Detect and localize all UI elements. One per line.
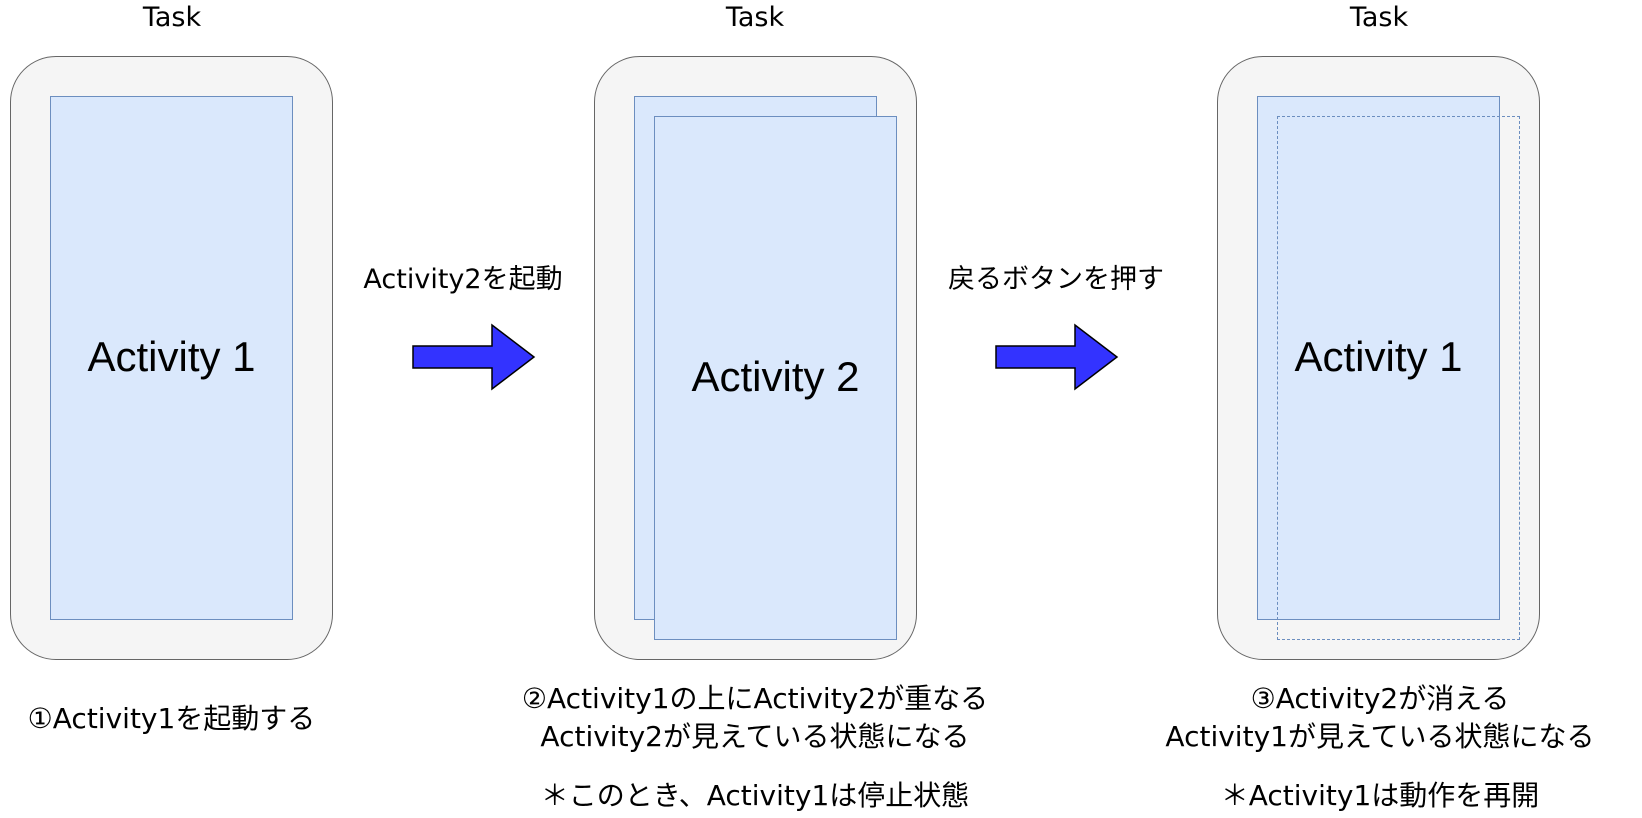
panel-2-note: ＊このとき、Activity1は停止状態	[540, 779, 970, 812]
panel-3-activity-label: Activity 1	[1294, 333, 1463, 380]
right-arrow-icon	[995, 323, 1119, 391]
panel-3-activity-1	[1257, 96, 1500, 620]
panel-3-caption: ③Activity2が消える Activity1が見えている状態になる	[1128, 680, 1632, 756]
panel-3-caption-line-2: Activity1が見えている状態になる	[1165, 720, 1595, 753]
panel-3-activity-2-removed	[1277, 116, 1520, 640]
panel-2-activity-2-front	[654, 116, 897, 640]
transition-1-label: Activity2を起動	[363, 264, 563, 295]
panel-3-note: ＊Activity1は動作を再開	[1220, 779, 1540, 812]
panel-3-task-title: Task	[1349, 2, 1409, 33]
panel-1-activity-1	[50, 96, 293, 620]
panel-2-activity-label: Activity 2	[691, 353, 860, 400]
panel-1-task-title: Task	[142, 2, 202, 33]
panel-2-task-title: Task	[725, 2, 785, 33]
right-arrow-icon	[412, 323, 536, 391]
panel-1-caption-line-1: ①Activity1を起動する	[27, 702, 316, 735]
panel-1-caption: ①Activity1を起動する	[5, 700, 338, 738]
panel-2-caption-line-2: Activity2が見えている状態になる	[540, 720, 970, 753]
panel-2-caption: ②Activity1の上にActivity2が重なる Activity2が見えて…	[475, 680, 1035, 756]
panel-3-caption-line-1: ③Activity2が消える	[1250, 682, 1510, 715]
transition-1-arrow-shape	[412, 323, 536, 391]
transition-2-label: 戻るボタンを押す	[948, 264, 1164, 295]
panel-2-caption-line-1: ②Activity1の上にActivity2が重なる	[521, 682, 989, 715]
transition-2-arrow-shape	[995, 323, 1119, 391]
panel-1-activity-label: Activity 1	[87, 333, 256, 380]
